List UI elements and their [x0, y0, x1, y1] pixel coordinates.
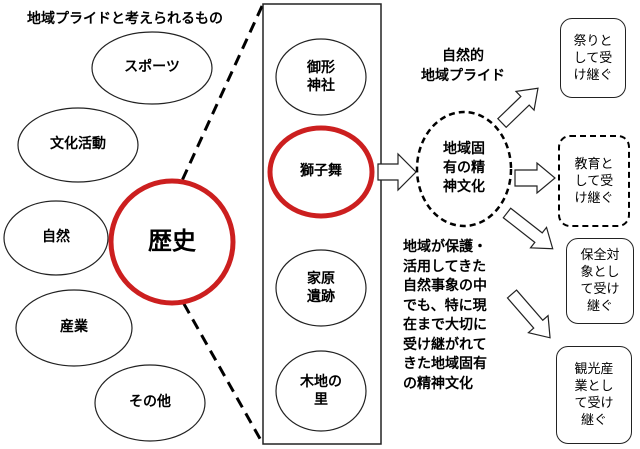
core-concept-ellipse — [415, 110, 513, 228]
category-label-industry: 産業 — [60, 319, 88, 335]
outcome-box-conservation: 保全対象として受け継ぐ — [566, 238, 634, 324]
zoom-line-bottom — [173, 287, 265, 445]
arrow-to-conservation — [502, 207, 554, 250]
history-item-3: 家原遺跡 — [307, 271, 335, 305]
category-ellipse-culture — [17, 107, 139, 183]
arrow-to-tourism — [506, 289, 551, 339]
category-label-culture: 文化活動 — [50, 136, 106, 152]
outcome-box-tourism: 観光産業として受け継ぐ — [556, 346, 632, 444]
diagram-title: 地域プライドと考えられるもの — [27, 11, 223, 27]
arrow-to-core — [377, 152, 417, 192]
outcome-box-festival: 祭りとして受け継ぐ — [560, 18, 626, 98]
history-item-1: 御形神社 — [307, 60, 335, 94]
zoom-line-top — [173, 3, 265, 197]
category-label-sports: スポーツ — [124, 59, 180, 75]
definition-text: 地域が保護・活用してきた 自然事象の中でも、特に現 在まで大切に受け継がれて き… — [403, 239, 487, 392]
natural-pride-label: 自然的地域プライド — [421, 48, 505, 84]
category-ellipse-sports — [91, 31, 213, 105]
category-ellipse-other — [94, 364, 206, 442]
history-item-ellipse-3 — [275, 249, 367, 327]
category-label-nature: 自然 — [42, 229, 70, 245]
core-concept-label: 地域固有の精神文化 — [443, 141, 485, 195]
arrow-to-festival — [496, 87, 539, 129]
outcome-box-education: 教育として受け継ぐ — [558, 135, 630, 227]
center-label: 歴史 — [148, 227, 196, 255]
history-item-ellipse-4 — [275, 350, 367, 432]
history-item-ellipse-1 — [275, 38, 367, 116]
category-label-other: その他 — [129, 394, 171, 410]
category-ellipse-industry — [15, 289, 133, 367]
history-item-2: 獅子舞 — [300, 163, 342, 179]
history-item-4: 木地の里 — [300, 374, 342, 408]
category-ellipse-nature — [3, 200, 109, 276]
history-circle — [108, 178, 236, 306]
arrow-to-education — [514, 161, 556, 195]
history-item-ellipse-2 — [267, 125, 375, 219]
